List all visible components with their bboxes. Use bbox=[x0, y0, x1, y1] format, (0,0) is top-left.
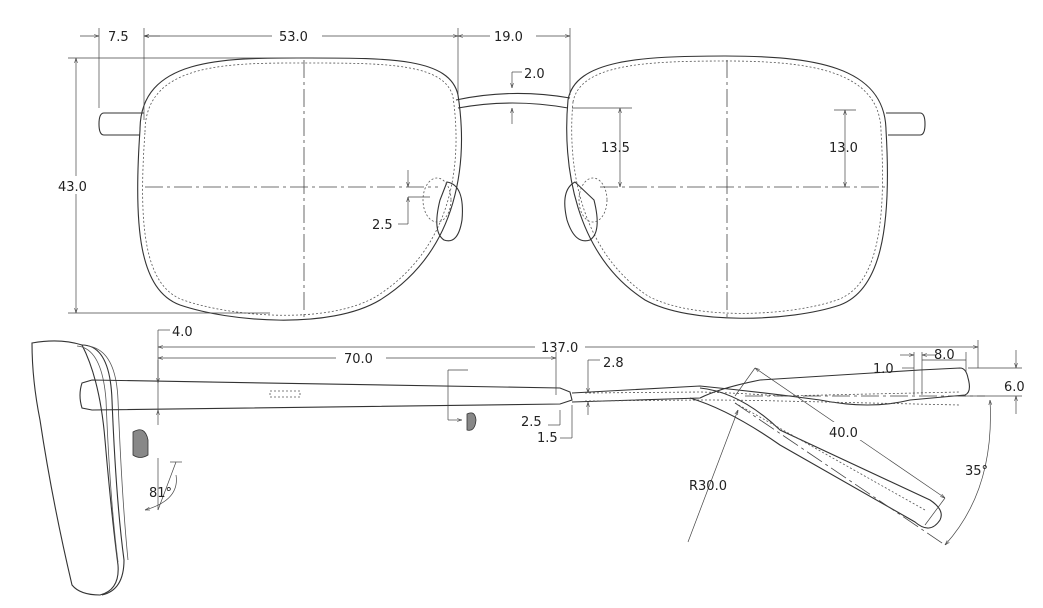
left-nose-pad bbox=[436, 181, 463, 242]
dim-1-5: 1.5 bbox=[537, 431, 558, 446]
bridge bbox=[455, 92, 571, 101]
dim-13-0: 13.0 bbox=[829, 141, 858, 156]
left-lens-rim-inner bbox=[142, 62, 457, 316]
dim-r30-0: R30.0 bbox=[689, 479, 727, 494]
right-lens-rim-inner bbox=[571, 60, 883, 314]
dim-1-0: 1.0 bbox=[873, 362, 894, 377]
dim-2-5-temple: 2.5 bbox=[521, 415, 542, 430]
dim-81-deg: 81° bbox=[149, 486, 172, 501]
temple-tip bbox=[571, 367, 971, 406]
temple-arm bbox=[79, 379, 573, 411]
right-nose-pad bbox=[564, 181, 598, 242]
dim-70-0: 70.0 bbox=[344, 352, 373, 367]
cross-section-temple bbox=[466, 412, 477, 431]
dim-35-deg: 35° bbox=[965, 464, 988, 479]
dim-43-0: 43.0 bbox=[58, 180, 87, 195]
dim-40-0: 40.0 bbox=[829, 426, 858, 441]
dim-2-0: 2.0 bbox=[524, 67, 545, 82]
dim-137-0: 137.0 bbox=[541, 341, 578, 356]
dim-8-0: 8.0 bbox=[934, 348, 955, 363]
left-pad-arm bbox=[422, 177, 452, 223]
cross-section-hinge bbox=[132, 429, 149, 458]
dim-2-5-pad: 2.5 bbox=[372, 218, 393, 233]
temple-tip-bent bbox=[689, 387, 942, 529]
dim-7-5: 7.5 bbox=[108, 30, 129, 45]
left-lens-rim-outer bbox=[137, 57, 462, 321]
bridge-lower bbox=[457, 102, 569, 109]
right-temple-stub bbox=[886, 112, 926, 136]
dim-6-0: 6.0 bbox=[1004, 380, 1025, 395]
frame-front-profile bbox=[31, 340, 119, 596]
dim-19-0: 19.0 bbox=[494, 30, 523, 45]
dim-4-0: 4.0 bbox=[172, 325, 193, 340]
temple-logo-slot bbox=[269, 390, 301, 398]
dim-2-8: 2.8 bbox=[603, 356, 624, 371]
front-view: 7.5 53.0 19.0 2.0 13.5 13.0 43.0 2.5 bbox=[57, 28, 926, 321]
right-lens-rim-outer bbox=[566, 55, 888, 319]
side-view: 137.0 70.0 4.0 2.8 2.5 1.5 1.0 8 bbox=[31, 325, 1025, 596]
dim-53-0: 53.0 bbox=[279, 30, 308, 45]
dim-13-5: 13.5 bbox=[601, 141, 630, 156]
right-pad-arm bbox=[578, 177, 608, 223]
left-temple-stub bbox=[98, 112, 144, 136]
